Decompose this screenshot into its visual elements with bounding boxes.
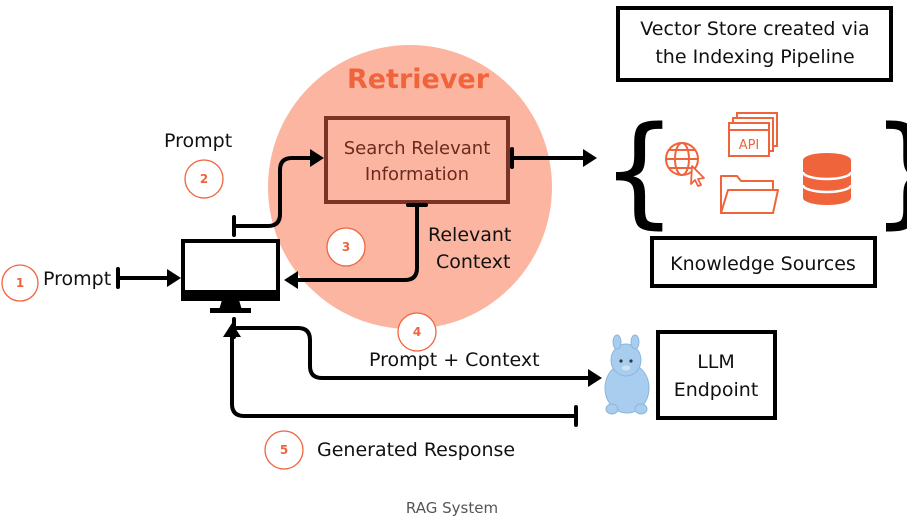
brace-close: } xyxy=(871,102,907,241)
arrow-step2 xyxy=(232,156,316,228)
step-2-marker: 2 xyxy=(184,159,224,199)
knowledge-sources-box xyxy=(650,236,877,288)
vector-store-line1: Vector Store created via xyxy=(640,18,869,40)
computer-monitor-icon xyxy=(181,239,280,313)
step-3-label-line2: Context xyxy=(436,251,510,273)
database-icon xyxy=(801,153,853,205)
svg-text:1: 1 xyxy=(16,276,24,290)
llm-endpoint-box xyxy=(656,330,777,420)
knowledge-sources-label: Knowledge Sources xyxy=(670,253,856,275)
step-1-label: Prompt xyxy=(43,268,111,290)
caption: RAG System xyxy=(406,499,498,517)
step-1-marker: 1 xyxy=(1,264,39,302)
globe-icon xyxy=(665,142,705,187)
llama-icon xyxy=(604,334,650,415)
svg-text:3: 3 xyxy=(342,240,350,254)
retriever-title: Retriever xyxy=(347,64,490,95)
arrow-step4 xyxy=(232,326,592,380)
vector-store-box xyxy=(616,6,893,82)
svg-text:2: 2 xyxy=(200,172,208,186)
search-box-line2: Information xyxy=(365,164,469,185)
llm-line2: Endpoint xyxy=(674,379,759,401)
step-5-marker: 5 xyxy=(264,430,304,470)
svg-text:5: 5 xyxy=(280,443,288,457)
vector-store-line2: the Indexing Pipeline xyxy=(655,46,854,68)
step-4-label: Prompt + Context xyxy=(369,349,540,371)
step-3-label-line1: Relevant xyxy=(428,224,511,246)
step-3-marker: 3 xyxy=(326,227,366,267)
step-5-label: Generated Response xyxy=(317,439,515,461)
api-icon: API xyxy=(728,112,778,157)
svg-text:4: 4 xyxy=(413,325,421,339)
arrow-step3 xyxy=(294,203,419,282)
search-box-line1: Search Relevant xyxy=(344,138,491,159)
brace-open: { xyxy=(601,102,677,241)
llm-line1: LLM xyxy=(697,351,735,373)
step-4-marker: 4 xyxy=(397,312,437,352)
step-2-label: Prompt xyxy=(164,130,232,152)
svg-text:API: API xyxy=(739,138,760,153)
folder-icon xyxy=(720,175,779,214)
search-box xyxy=(324,116,510,204)
arrow-step5 xyxy=(230,333,578,418)
